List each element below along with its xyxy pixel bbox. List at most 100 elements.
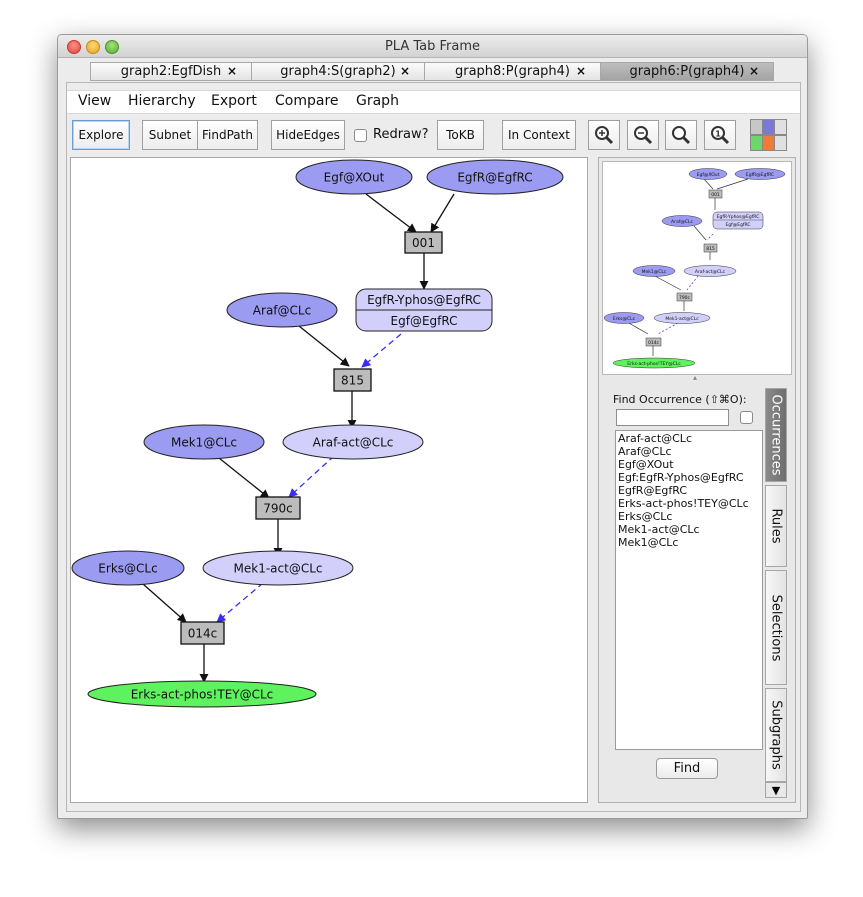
tokb-button[interactable]: ToKB xyxy=(437,120,484,150)
transition-790c[interactable]: 790c xyxy=(255,496,301,520)
node-label: Mek1@CLc xyxy=(171,436,237,450)
close-window-button[interactable] xyxy=(67,40,81,54)
close-tab-icon[interactable]: × xyxy=(226,64,237,78)
menu-view[interactable]: View xyxy=(78,93,112,109)
overview-transition-001: 001 xyxy=(708,189,723,199)
graph-canvas[interactable]: Egf@XOut EgfR@EgfRC 001 EgfR-Yphos@EgfRC… xyxy=(70,157,588,803)
zoom-out-button[interactable] xyxy=(627,120,659,150)
overview-node-erks: Erks@CLc xyxy=(603,312,645,324)
title-bar[interactable]: PLA Tab Frame xyxy=(58,35,807,58)
transition-label: 014c xyxy=(188,627,218,641)
zoom-fit-button[interactable] xyxy=(665,120,697,150)
tab-occurrences[interactable]: Occurrences xyxy=(765,388,787,482)
edge xyxy=(365,193,417,233)
occurrence-list[interactable]: Araf-act@CLc Araf@CLc Egf@XOut Egf:EgfR-… xyxy=(615,430,763,750)
tab-graph4[interactable]: graph4:S(graph2) × xyxy=(251,62,425,81)
minimize-window-button[interactable] xyxy=(86,40,100,54)
tab-rules[interactable]: Rules xyxy=(765,485,787,567)
subnet-button[interactable]: Subnet xyxy=(142,120,198,150)
dashed-edge xyxy=(288,455,335,498)
close-tab-icon[interactable]: × xyxy=(575,64,586,78)
zoom-fit-icon xyxy=(672,126,691,145)
list-item[interactable]: Araf@CLc xyxy=(618,445,672,458)
node-araf-act[interactable]: Araf-act@CLc xyxy=(282,424,424,460)
list-item[interactable]: Erks-act-phos!TEY@CLc xyxy=(618,497,749,510)
graph-overview[interactable]: Egf@XOut EgfR@EgfRC 001 Araf@CLc EgfR-Yp… xyxy=(602,161,792,375)
tab-subgraphs[interactable]: Subgraphs xyxy=(765,688,787,782)
edge xyxy=(218,457,270,499)
overview-transition-014c: 014c xyxy=(645,337,662,347)
overview-label: 790c xyxy=(679,295,691,301)
hideedges-button[interactable]: HideEdges xyxy=(271,120,345,150)
zoom-in-button[interactable] xyxy=(588,120,620,150)
tab-selections[interactable]: Selections xyxy=(765,570,787,685)
menu-hierarchy[interactable]: Hierarchy xyxy=(128,93,196,109)
zoom-actual-icon: 1 xyxy=(711,126,730,145)
node-label: Erks@CLc xyxy=(98,562,157,576)
overview-label: Erks-act-phos!TEY@CLc xyxy=(627,361,681,367)
close-tab-icon[interactable]: × xyxy=(748,64,759,78)
find-occurrence-input[interactable] xyxy=(616,409,729,426)
node-egf-xout[interactable]: Egf@XOut xyxy=(295,159,413,195)
list-item[interactable]: Mek1@CLc xyxy=(618,536,679,549)
node-araf[interactable]: Araf@CLc xyxy=(226,292,338,328)
node-egfr-egfrc[interactable]: EgfR@EgfRC xyxy=(426,159,564,195)
node-erks[interactable]: Erks@CLc xyxy=(71,550,185,586)
complex-top-label: EgfR-Yphos@EgfRC xyxy=(367,293,481,307)
find-occurrence-label: Find Occurrence (⇧⌘O): xyxy=(613,393,747,406)
node-mek1[interactable]: Mek1@CLc xyxy=(143,424,265,460)
dashed-edge xyxy=(361,333,402,368)
transition-label: 815 xyxy=(341,374,364,388)
tab-graph8[interactable]: graph8:P(graph4) × xyxy=(424,62,601,81)
overview-splitter-icon[interactable]: ▴ xyxy=(693,373,698,382)
overview-label: Mek1-act@CLc xyxy=(665,316,699,322)
list-item[interactable]: Erks@CLc xyxy=(618,510,673,523)
close-tab-icon[interactable]: × xyxy=(399,64,410,78)
tab-graph6[interactable]: graph6:P(graph4) × xyxy=(600,62,774,81)
zoom-actual-button[interactable]: 1 xyxy=(704,120,736,150)
menu-compare[interactable]: Compare xyxy=(275,93,339,109)
zoom-out-icon xyxy=(634,126,653,145)
tab-label: Selections xyxy=(768,594,784,661)
palette-icon[interactable] xyxy=(750,119,787,151)
overview-node-erks-act: Erks-act-phos!TEY@CLc xyxy=(612,357,696,369)
list-item[interactable]: Mek1-act@CLc xyxy=(618,523,700,536)
right-panel: Egf@XOut EgfR@EgfRC 001 Araf@CLc EgfR-Yp… xyxy=(598,157,796,803)
in-context-button[interactable]: In Context xyxy=(502,120,576,150)
transition-014c[interactable]: 014c xyxy=(180,621,225,645)
menu-bar: View Hierarchy Export Compare Graph xyxy=(67,90,800,114)
app-window: PLA Tab Frame graph2:EgfDish × graph4:S(… xyxy=(57,34,808,819)
find-options-checkbox[interactable] xyxy=(740,411,753,424)
node-label: Araf-act@CLc xyxy=(313,436,394,450)
list-item[interactable]: Egf:EgfR-Yphos@EgfRC xyxy=(618,471,744,484)
node-mek1-act[interactable]: Mek1-act@CLc xyxy=(202,550,354,586)
tab-label: graph2:EgfDish xyxy=(120,64,222,79)
redraw-checkbox[interactable] xyxy=(354,129,367,142)
list-item[interactable]: Egf@XOut xyxy=(618,458,674,471)
list-item[interactable]: EgfR@EgfRC xyxy=(618,484,688,497)
node-label: EgfR@EgfRC xyxy=(457,171,532,185)
window-title: PLA Tab Frame xyxy=(384,39,481,54)
tab-label: graph6:P(graph4) xyxy=(629,64,745,79)
scroll-down-arrow-icon[interactable]: ▼ xyxy=(765,782,787,798)
explore-button[interactable]: Explore xyxy=(72,120,130,150)
zoom-window-button[interactable] xyxy=(105,40,119,54)
graph-svg[interactable]: Egf@XOut EgfR@EgfRC 001 EgfR-Yphos@EgfRC… xyxy=(71,158,587,802)
transition-001[interactable]: 001 xyxy=(404,231,443,254)
menu-export[interactable]: Export xyxy=(211,93,257,109)
overview-node-mek1: Mek1@CLc xyxy=(632,265,676,277)
complex-bottom-label: Egf@EgfRC xyxy=(391,314,458,328)
node-complex-egfr[interactable]: EgfR-Yphos@EgfRC Egf@EgfRC xyxy=(355,288,493,332)
transition-815[interactable]: 815 xyxy=(333,368,372,392)
tab-graph2[interactable]: graph2:EgfDish × xyxy=(90,62,252,81)
findpath-button[interactable]: FindPath xyxy=(197,120,258,150)
menu-graph[interactable]: Graph xyxy=(356,93,399,109)
list-item[interactable]: Araf-act@CLc xyxy=(618,432,692,445)
node-label: Araf@CLc xyxy=(253,304,311,318)
overview-label: 815 xyxy=(706,246,715,252)
overview-node-egfr-egfrc: EgfR@EgfRC xyxy=(734,168,786,180)
find-button[interactable]: Find xyxy=(656,758,718,779)
tab-label: Subgraphs xyxy=(768,700,784,770)
node-erks-act[interactable]: Erks-act-phos!TEY@CLc xyxy=(87,680,317,708)
